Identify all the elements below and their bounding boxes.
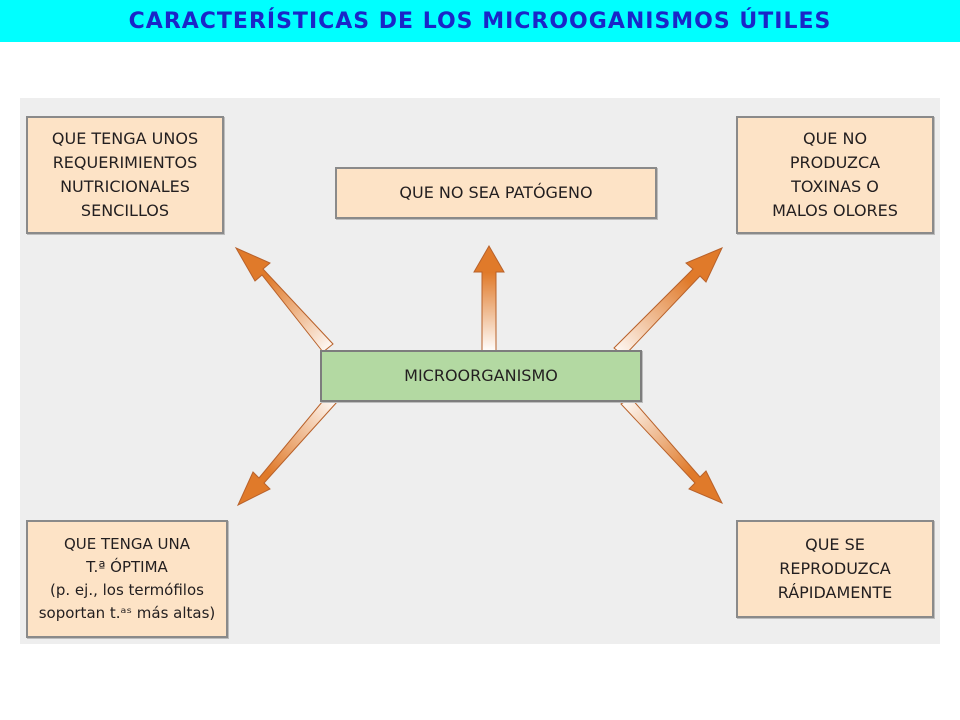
title-bar: CARACTERÍSTICAS DE LOS MICROOGANISMOS ÚT… (0, 0, 960, 42)
arrow-up (473, 244, 505, 353)
arrow-lower-left (236, 395, 338, 507)
arrow-upper-right (613, 247, 724, 357)
box-requerimientos: QUE TENGA UNOS REQUERIMIENTOS NUTRICIONA… (26, 116, 224, 234)
arrow-upper-left (234, 246, 334, 353)
page-title: CARACTERÍSTICAS DE LOS MICROOGANISMOS ÚT… (128, 8, 832, 34)
box-no-toxinas: QUE NO PRODUZCA TOXINAS O MALOS OLORES (736, 116, 934, 234)
box-no-patogeno: QUE NO SEA PATÓGENO (335, 167, 657, 219)
box-microorganismo: MICROORGANISMO (320, 350, 642, 402)
box-temperatura-optima: QUE TENGA UNA T.ª ÓPTIMA (p. ej., los te… (26, 520, 228, 638)
arrow-lower-right (620, 397, 724, 504)
box-reproduzca-rapidamente: QUE SE REPRODUZCA RÁPIDAMENTE (736, 520, 934, 618)
